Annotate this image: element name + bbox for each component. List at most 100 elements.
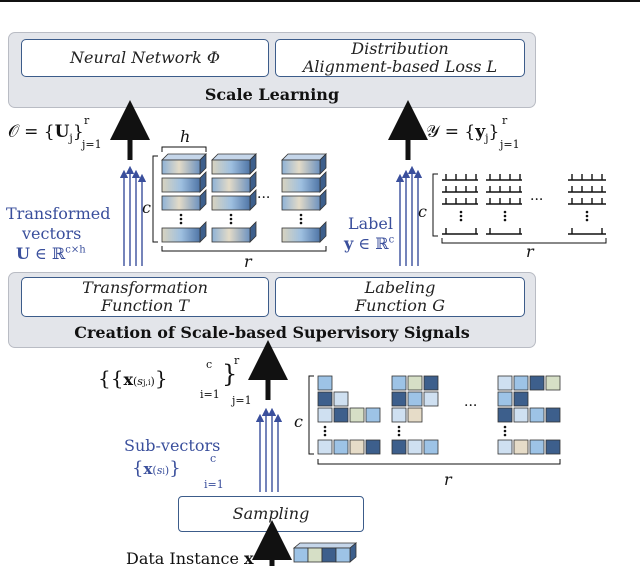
subvectors-c-bracket [308,375,314,455]
mf-outer-close: } [222,360,238,388]
mf-var: x [123,370,133,389]
mf-outer-sup: r [234,354,240,367]
transformed-line1: Transformed [6,204,111,223]
subvectors-r-bracket [317,459,561,465]
h-bracket [161,146,207,152]
o-prefix: 𝒪 = { [8,122,55,142]
mf-close-sub: ) [150,375,155,388]
loss-box: Distribution Alignment-based Loss L [275,39,525,77]
o-var: U [54,122,70,142]
sv-close: } [169,458,181,479]
label-r-bracket [441,238,607,244]
transformed-ellipsis: ··· [257,190,271,206]
cube-vdots [323,425,507,437]
y-close: } [488,122,500,142]
label-c-label: c [418,202,427,221]
label-rest: ∈ ℝ [353,234,389,253]
sv-subsub: i [162,467,165,476]
slab-stack-2 [211,153,257,243]
label-line1: Label [348,214,393,233]
blue-arrows-label [395,165,423,266]
subvectors-c-label: c [294,412,303,431]
mf-sub: (𝑠 [133,375,143,388]
mf-outer-lower: j=1 [232,394,252,407]
blue-arrows-transformed [119,165,147,266]
output-o-formula: 𝒪 = {Uj} [8,122,84,144]
slab-vdots [179,213,303,225]
transformed-sup: c×h [65,244,86,256]
labeling-line1: Labeling [364,278,436,297]
y-sup: r [502,114,508,127]
o-lower: j=1 [82,138,102,151]
label-line2: y ∈ ℝc [344,234,394,253]
top-rule [0,0,640,2]
o-sup: r [84,114,90,127]
transformation-line2: Function T [101,296,189,315]
cube-group-2 [391,375,439,455]
sv-sub: (𝑠 [152,464,163,477]
subvectors-r-label: r [444,470,452,489]
transformed-c-bracket [152,155,158,243]
label-bars [432,173,607,244]
transformed-h-label: h [180,127,191,146]
scale-learning-title: Scale Learning [204,85,340,104]
loss-label-line2: Alignment-based Loss L [302,57,498,76]
blue-arrows-subvectors [255,407,283,492]
transformed-r-label: r [244,252,252,271]
transformed-c-label: c [142,198,151,217]
label-ellipsis: ··· [530,192,544,208]
subvectors-formula: {x(𝑠i)} [132,458,181,479]
sampling-label: Sampling [232,504,310,523]
transformed-line2: vectors [22,224,82,243]
sampling-box: Sampling [178,496,364,532]
subvectors-line1: Sub-vectors [124,436,221,455]
neural-network-label: Neural Network Φ [70,48,220,67]
transformation-line1: Transformation [82,278,208,297]
subvector-cubes [308,375,561,465]
mf-open: {{ [98,366,124,390]
label-group-3 [568,174,606,235]
sv-sup: c [210,452,217,465]
mf-inner-close: } [154,366,168,390]
data-instance-var: x [244,549,254,568]
o-close: } [72,122,84,142]
label-group-2 [486,174,522,235]
cube-group-3 [497,375,561,455]
neural-network-box: Neural Network Φ [21,39,269,77]
y-lower: j=1 [500,138,520,151]
cube-group-1 [317,375,381,455]
sv-var: x [143,460,153,478]
slab-stack-1 [161,153,207,243]
label-sup: c [388,234,395,246]
y-var: y [475,122,486,142]
slab-stack-3 [281,153,327,243]
data-instance-text: Data Instance [126,549,245,568]
middle-formula: {{x(𝑠j,i)} [98,366,168,390]
transformed-var: U [16,244,30,263]
y-prefix: 𝒴 = { [426,122,476,142]
o-sub: j [69,131,73,145]
label-vdots [459,210,589,222]
sv-open: { [132,458,144,479]
label-var: y [344,234,354,253]
label-group-1 [442,174,478,235]
subvectors-ellipsis: ··· [464,398,478,414]
sv-lower: i=1 [204,478,224,491]
y-sub: j [485,131,489,145]
labeling-box: Labeling Function G [275,277,525,317]
creation-title: Creation of Scale-based Supervisory Sign… [74,323,470,342]
transformed-slabs [152,146,327,252]
mf-subsub: j,i [142,378,151,387]
label-c-bracket [432,173,438,237]
transformation-box: Transformation Function T [21,277,269,317]
labeling-line2: Function G [354,296,446,315]
sv-close-sub: ) [164,464,170,477]
transformed-r-bracket [161,246,327,252]
mf-inner-lower: i=1 [200,388,220,401]
loss-label-line1: Distribution [351,39,449,58]
transformed-line3: U ∈ ℝc×h [16,244,86,263]
mf-inner-sup: c [206,358,213,371]
scale-learning-panel: Neural Network Φ Distribution Alignment-… [8,32,536,108]
